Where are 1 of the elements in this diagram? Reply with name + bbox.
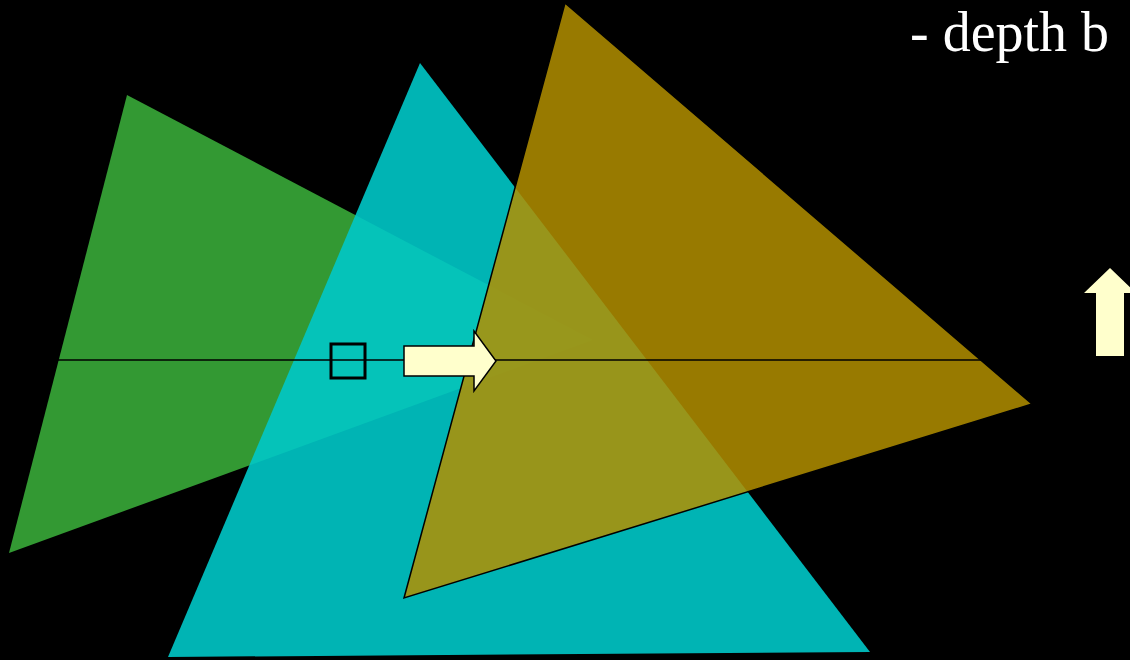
heading-text: - depth b xyxy=(910,0,1110,64)
